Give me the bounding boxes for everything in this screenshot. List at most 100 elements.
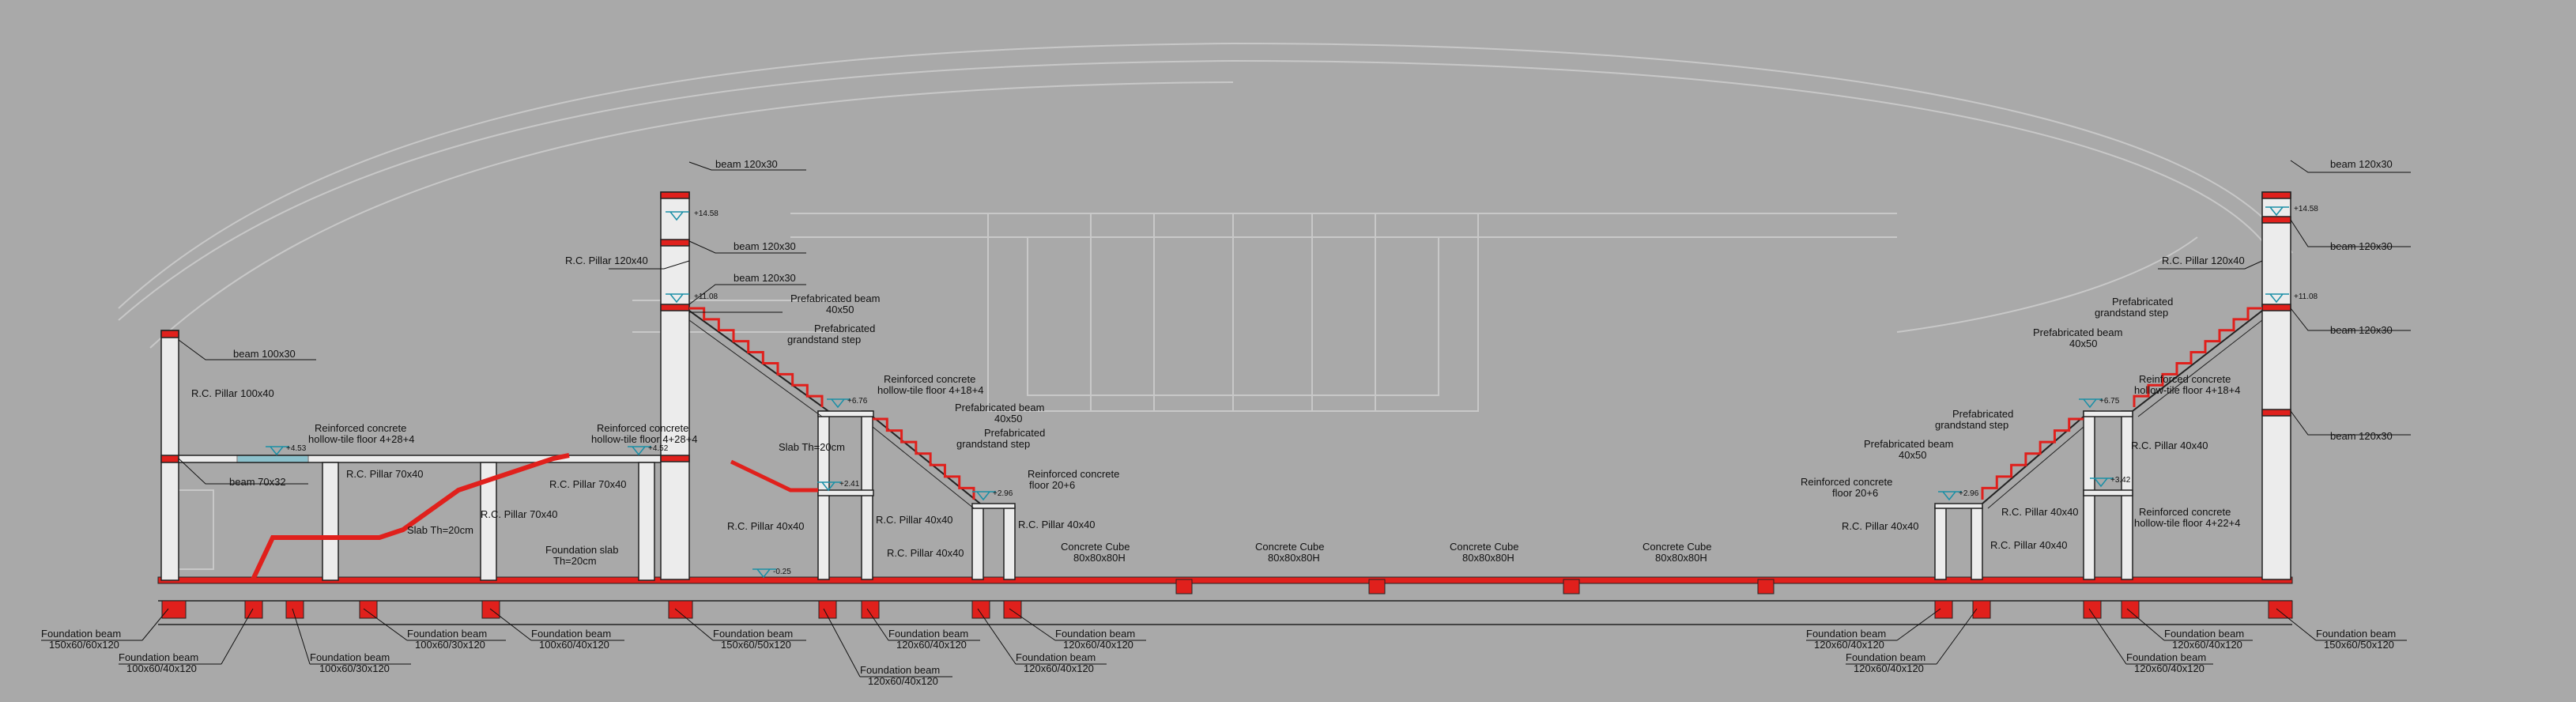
label-concrete-cube-2-line2: 80x80x80H	[1268, 552, 1320, 564]
label-slab-th20-b: Slab Th=20cm	[779, 441, 845, 453]
label-pillar-70x40-c: R.C. Pillar 70x40	[549, 478, 627, 490]
right-lower-grandstand-steps	[1981, 417, 2084, 500]
step-profile	[2133, 307, 2262, 407]
label-prefab-step-right-1-line1: Prefabricated	[2112, 296, 2173, 308]
label-floor-20-6-right-line2: floor 20+6	[1832, 487, 1878, 499]
leader-lines	[178, 160, 2411, 485]
label-fb5-line2: 100x60/40x120	[539, 639, 609, 651]
label-fb15-line1: Foundation beam	[2316, 628, 2396, 640]
label-pillar-40x40-right-3: R.C. Pillar 40x40	[1842, 520, 1919, 532]
foundation-pad	[285, 600, 304, 619]
label-beam-120x30-right-4: beam 120x30	[2330, 430, 2393, 442]
label-floor-20-6-left-line1: Reinforced concrete	[1028, 468, 1119, 480]
label-prefab-step-left-line1: Prefabricated	[814, 323, 875, 334]
left-lower-grandstand-steps	[873, 417, 975, 500]
label-beam-120x30-right-2: beam 120x30	[2330, 240, 2393, 252]
foundation-pad	[668, 600, 693, 619]
label-foundation-slab-line1: Foundation slab	[545, 544, 619, 556]
label-pillar-40x40-left-4: R.C. Pillar 40x40	[1018, 519, 1096, 530]
label-beam-120x30-right-3: beam 120x30	[2330, 324, 2393, 336]
level-left-1108: +11.08	[694, 292, 718, 301]
label-fb12-line1: Foundation beam	[1846, 651, 1925, 663]
level-right-1458: +14.58	[2294, 205, 2318, 213]
level-markers	[266, 206, 2289, 579]
label-floor-4-28-4-2-line2: hollow-tile floor 4+28+4	[591, 433, 697, 445]
label-concrete-cube-1-line2: 80x80x80H	[1073, 552, 1126, 564]
label-fb9-line2: 120x60/40x120	[1024, 662, 1094, 674]
label-prefab-step-left-line2: grandstand step	[787, 334, 861, 345]
label-concrete-cube-4-line2: 80x80x80H	[1655, 552, 1707, 564]
label-prefab-beam-right-1-line2: 40x50	[2069, 338, 2097, 349]
step-profile	[689, 307, 824, 407]
label-floor-4-18-4-left-line1: Reinforced concrete	[884, 373, 975, 385]
label-prefab-step-left2-line2: grandstand step	[956, 438, 1030, 450]
label-concrete-cube-1-line1: Concrete Cube	[1061, 541, 1130, 553]
label-foundation-slab-line2: Th=20cm	[553, 555, 597, 567]
level-left-m025: -0.25	[773, 568, 791, 576]
foundation-leader-lines	[41, 608, 2407, 677]
label-fb12-line2: 120x60/40x120	[1854, 662, 1924, 674]
concrete-cube-3	[1563, 579, 1580, 594]
foundation-pad	[1003, 600, 1022, 619]
label-pillar-70x40-b: R.C. Pillar 70x40	[481, 508, 558, 520]
concrete-cube-1	[1175, 579, 1193, 594]
label-fb1-line1: Foundation beam	[41, 628, 121, 640]
label-floor-20-6-right-line1: Reinforced concrete	[1801, 476, 1892, 488]
label-floor-4-18-4-right-line2: hollow-tile floor 4+18+4	[2134, 384, 2240, 396]
label-fb7-line2: 120x60/40x120	[868, 675, 938, 687]
right-tower	[1934, 191, 2291, 580]
label-concrete-cube-3-line2: 80x80x80H	[1462, 552, 1514, 564]
level-left-676: +6.76	[847, 397, 868, 406]
foundation-pad	[2121, 600, 2140, 619]
label-fb4-line1: Foundation beam	[407, 628, 487, 640]
label-pillar-120x40-left: R.C. Pillar 120x40	[565, 255, 648, 266]
level-right-342: +3.42	[2110, 476, 2131, 485]
label-fb14-line1: Foundation beam	[2164, 628, 2244, 640]
label-concrete-cube-2-line1: Concrete Cube	[1255, 541, 1324, 553]
label-floor-4-28-4-2-line1: Reinforced concrete	[597, 422, 688, 434]
label-fb11-line1: Foundation beam	[1806, 628, 1886, 640]
foundation-pad	[359, 600, 378, 619]
step-profile	[873, 417, 975, 500]
label-pillar-40x40-right-1: R.C. Pillar 40x40	[2131, 440, 2208, 451]
foundation-pads	[161, 600, 2293, 619]
label-fb9-line1: Foundation beam	[1016, 651, 1096, 663]
left-grandstand-steps	[689, 307, 824, 407]
level-right-296: +2.96	[1959, 489, 1979, 498]
foundation-pad	[1934, 600, 1953, 619]
foundation-pad	[818, 600, 837, 619]
label-prefab-step-right-1-line2: grandstand step	[2095, 307, 2168, 319]
label-fb8-line1: Foundation beam	[888, 628, 968, 640]
label-beam-100x30: beam 100x30	[233, 348, 296, 360]
level-texts: +14.58 +11.08 +6.76 +4.53 +4.52 +2.41 +2…	[286, 205, 2318, 576]
label-prefab-beam-left2-line1: Prefabricated beam	[955, 402, 1044, 413]
label-pillar-40x40-right-2: R.C. Pillar 40x40	[2001, 506, 2079, 518]
label-beam-70x32: beam 70x32	[229, 476, 286, 488]
label-prefab-step-right-2-line1: Prefabricated	[1952, 408, 2013, 420]
foundation-pad	[861, 600, 880, 619]
label-pillar-40x40-left-1: R.C. Pillar 40x40	[727, 520, 805, 532]
label-pillar-40x40-left-2: R.C. Pillar 40x40	[876, 514, 953, 526]
foundation-pad	[2268, 600, 2293, 619]
label-prefab-step-left2-line1: Prefabricated	[984, 427, 1045, 439]
annotation-labels: beam 100x30 R.C. Pillar 100x40 Reinforce…	[191, 158, 2393, 567]
label-pillar-70x40-a: R.C. Pillar 70x40	[346, 468, 424, 480]
label-fb5-line1: Foundation beam	[531, 628, 611, 640]
label-prefab-beam-left2-line2: 40x50	[994, 413, 1022, 425]
label-floor-4-28-4-line2: hollow-tile floor 4+28+4	[308, 433, 414, 445]
foundation-pad	[161, 600, 187, 619]
step-profile	[1981, 417, 2084, 500]
label-fb8-line2: 120x60/40x120	[896, 639, 967, 651]
foundation-pad	[244, 600, 263, 619]
label-beam-120x30-left-3: beam 120x30	[734, 272, 796, 284]
label-pillar-40x40-left-3: R.C. Pillar 40x40	[887, 547, 964, 559]
label-fb6-line2: 150x60/50x120	[721, 639, 791, 651]
level-left-296: +2.96	[993, 489, 1013, 498]
label-slab-th20-a: Slab Th=20cm	[407, 524, 473, 536]
label-floor-4-22-4-right-line1: Reinforced concrete	[2139, 506, 2231, 518]
label-fb11-line2: 120x60/40x120	[1814, 639, 1884, 651]
label-concrete-cube-4-line1: Concrete Cube	[1643, 541, 1711, 553]
label-fb13-line2: 120x60/40x120	[2134, 662, 2204, 674]
label-fb15-line2: 150x60/50x120	[2324, 639, 2394, 651]
